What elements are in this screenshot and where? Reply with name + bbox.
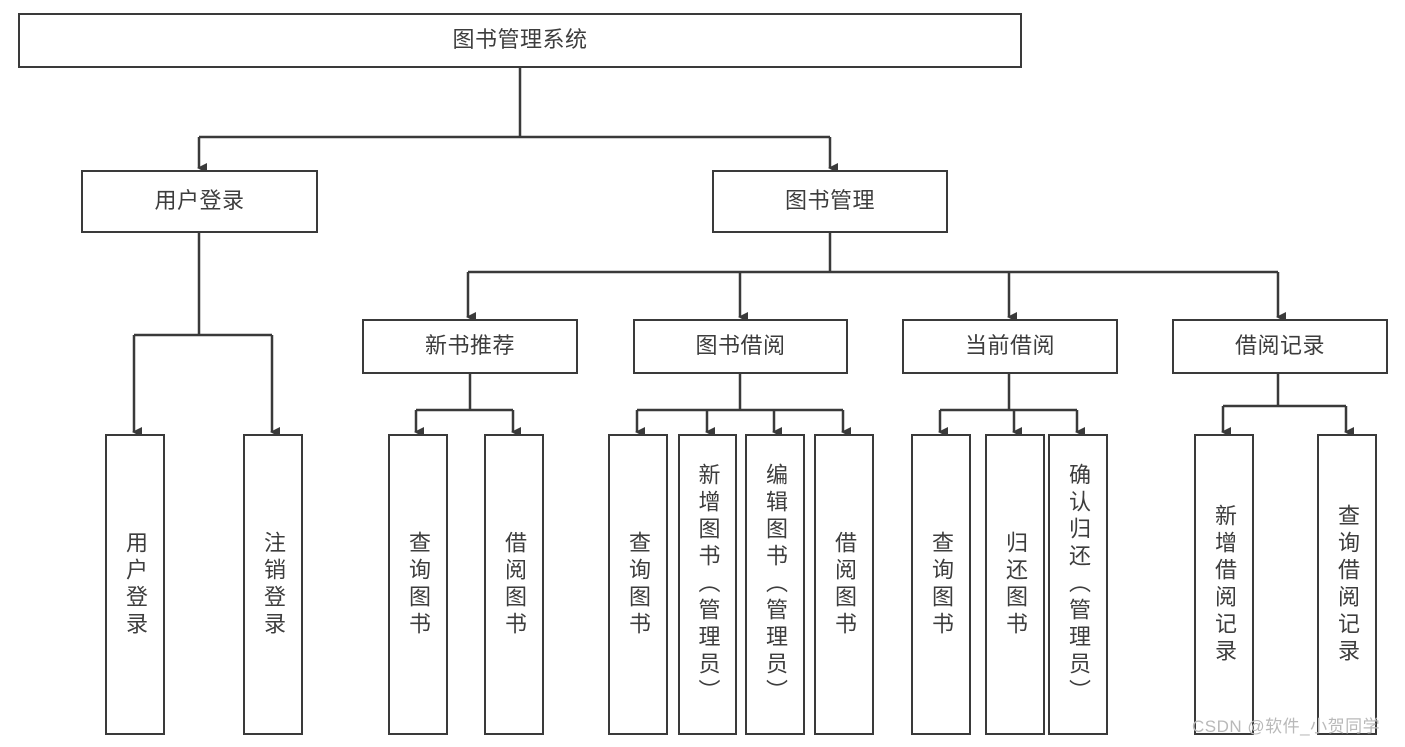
node-leaf-add-book[interactable]: 新增图书（管理员） xyxy=(678,434,737,735)
node-leaf-confirm-return[interactable]: 确认归还（管理员） xyxy=(1048,434,1108,735)
node-leaf-return-book[interactable]: 归还图书 xyxy=(985,434,1045,735)
node-label: 编辑图书（管理员） xyxy=(763,463,788,706)
node-label: 查询图书 xyxy=(626,530,651,639)
node-label: 用户登录 xyxy=(123,530,148,639)
node-label: 注销登录 xyxy=(261,530,286,639)
node-leaf-borrow-book-1[interactable]: 借阅图书 xyxy=(484,434,544,735)
node-leaf-logout[interactable]: 注销登录 xyxy=(243,434,303,735)
node-label: 图书借阅 xyxy=(695,333,786,359)
node-leaf-user-login[interactable]: 用户登录 xyxy=(105,434,165,735)
node-label: 借阅图书 xyxy=(832,530,857,639)
node-label: 图书管理 xyxy=(784,188,875,214)
node-label: 查询借阅记录 xyxy=(1335,503,1360,666)
node-leaf-add-record[interactable]: 新增借阅记录 xyxy=(1194,434,1254,735)
node-root[interactable]: 图书管理系统 xyxy=(18,13,1022,68)
node-leaf-borrow-book-2[interactable]: 借阅图书 xyxy=(814,434,874,735)
node-label: 确认归还（管理员） xyxy=(1066,463,1091,706)
node-label: 查询图书 xyxy=(406,530,431,639)
node-label: 当前借阅 xyxy=(964,333,1055,359)
node-label: 新书推荐 xyxy=(424,333,515,359)
node-book-borrow[interactable]: 图书借阅 xyxy=(633,319,848,374)
node-user-login[interactable]: 用户登录 xyxy=(81,170,318,233)
node-book-manage[interactable]: 图书管理 xyxy=(712,170,948,233)
node-leaf-query-book-1[interactable]: 查询图书 xyxy=(388,434,448,735)
node-label: 用户登录 xyxy=(154,188,245,214)
connector-group xyxy=(132,68,1354,437)
node-label: 新增图书（管理员） xyxy=(695,463,721,706)
csdn-watermark: CSDN @软件_小贺同学 xyxy=(1192,717,1381,736)
node-label: 借阅图书 xyxy=(502,530,527,639)
node-new-book-recommend[interactable]: 新书推荐 xyxy=(362,319,578,374)
node-label: 查询图书 xyxy=(929,530,954,639)
node-label: 新增借阅记录 xyxy=(1212,503,1237,666)
node-leaf-query-record[interactable]: 查询借阅记录 xyxy=(1317,434,1377,735)
node-leaf-edit-book[interactable]: 编辑图书（管理员） xyxy=(745,434,805,735)
node-current-borrow[interactable]: 当前借阅 xyxy=(902,319,1118,374)
node-label: 归还图书 xyxy=(1003,530,1028,639)
node-leaf-query-book-2[interactable]: 查询图书 xyxy=(608,434,668,735)
node-borrow-record[interactable]: 借阅记录 xyxy=(1172,319,1388,374)
node-label: 借阅记录 xyxy=(1234,333,1325,359)
node-leaf-query-book-3[interactable]: 查询图书 xyxy=(911,434,971,735)
node-label: 图书管理系统 xyxy=(452,27,588,53)
